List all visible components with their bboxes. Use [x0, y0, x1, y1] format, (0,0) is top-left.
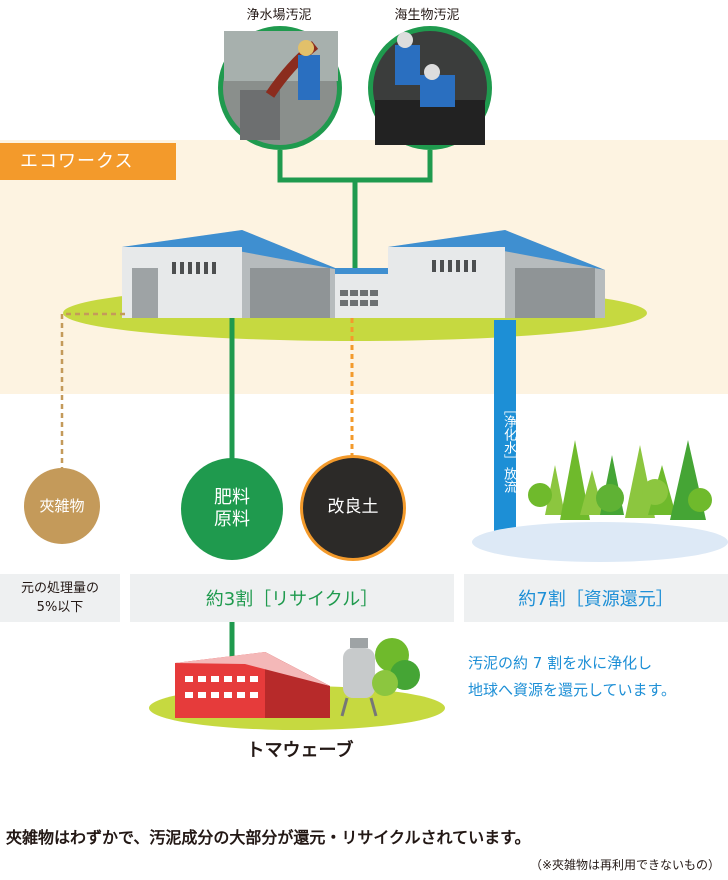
forest-lake-illustration — [472, 440, 728, 562]
resource-return-ratio-box: 約7割［資源還元］ — [464, 574, 728, 622]
fertilizer-material-circle: 肥料 原料 — [181, 458, 283, 560]
photo-marine-organism-sludge — [368, 26, 492, 150]
description-text: 汚泥の約 7 割を水に浄化し 地球へ資源を還元しています。 — [468, 654, 677, 699]
footer-note: （※夾雑物は再利用できないもの） — [529, 858, 720, 872]
partner-facility-illustration — [149, 638, 445, 730]
foreign-matter-note-box: 元の処理量の 5%以下 — [0, 574, 120, 622]
foreign-matter-circle: 夾雑物 — [24, 468, 100, 544]
photo-label-water-sludge: 浄水場汚泥 — [246, 8, 312, 23]
partner-name: トマウェーブ — [246, 740, 354, 761]
photo-water-treatment-sludge — [218, 26, 342, 150]
photo-label-marine-sludge: 海生物汚泥 — [394, 8, 460, 23]
facility-buildings — [122, 230, 605, 318]
facility-name-tag: エコワークス — [0, 143, 176, 180]
purified-water-release-label: ［浄化水］放流 — [501, 401, 516, 493]
footer-main-text: 夾雑物はわずかで、汚泥成分の大部分が還元・リサイクルされています。 — [6, 828, 531, 847]
improved-soil-circle: 改良土 — [303, 458, 403, 558]
recycle-ratio-box: 約3割［リサイクル］ — [130, 574, 454, 622]
